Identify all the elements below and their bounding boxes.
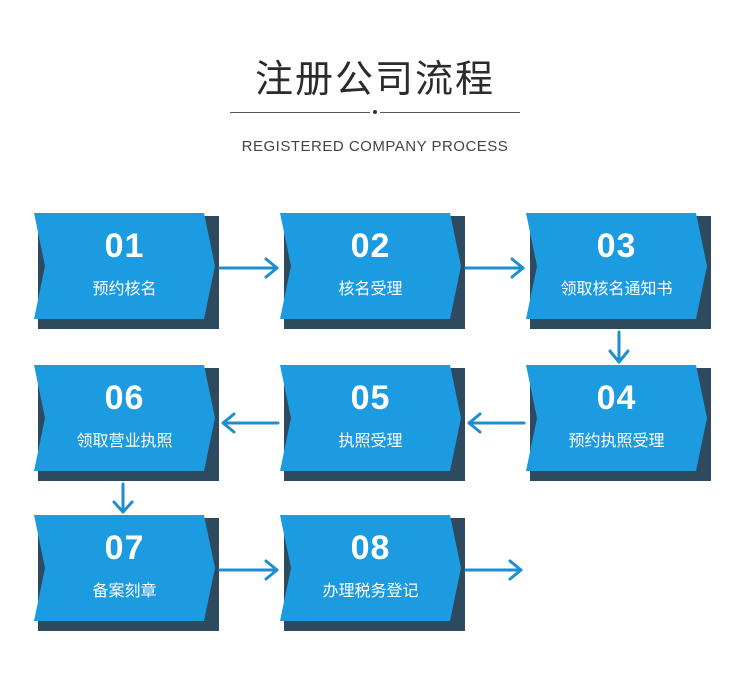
arrow-down-icon [608,330,630,364]
arrow-right-icon [464,257,525,279]
step-box [526,213,707,319]
step-box [526,365,707,471]
step-box [280,213,461,319]
step-label: 领取核名通知书 [560,279,673,298]
step-label: 预约核名 [92,279,157,298]
step-box [34,515,215,621]
arrow-left-icon [467,412,526,434]
step-07: 07 备案刻章 [34,515,219,633]
step-05: 05 执照受理 [280,365,465,483]
arrow-right-icon [218,257,279,279]
step-label: 核名受理 [338,279,403,298]
step-number: 04 [596,379,637,417]
page-title: 注册公司流程 [254,57,495,101]
arrow-right-icon [218,559,279,581]
step-06: 06 领取营业执照 [34,365,219,483]
divider-right [380,112,520,113]
arrow-right-icon [464,559,523,581]
step-label: 办理税务登记 [322,581,419,600]
step-number: 03 [596,227,637,265]
divider-left [230,112,370,113]
step-number: 05 [350,379,391,417]
step-box [34,365,215,471]
step-number: 07 [104,529,145,567]
step-label: 预约执照受理 [568,431,665,450]
step-04: 04 预约执照受理 [526,365,711,483]
step-number: 02 [350,227,391,265]
step-label: 执照受理 [338,431,403,450]
step-02: 02 核名受理 [280,213,465,331]
step-box [280,515,461,621]
step-box [34,213,215,319]
arrow-down-icon [112,482,134,514]
step-01: 01 预约核名 [34,213,219,331]
step-number: 08 [350,529,391,567]
step-number: 01 [104,227,145,265]
step-08: 08 办理税务登记 [280,515,465,633]
step-label: 领取营业执照 [76,431,173,450]
step-box [280,365,461,471]
arrow-left-icon [221,412,280,434]
step-number: 06 [104,379,145,417]
step-label: 备案刻章 [92,581,157,600]
page-subtitle: REGISTERED COMPANY PROCESS [241,138,509,155]
divider-dot [373,110,377,114]
step-03: 03 领取核名通知书 [526,213,711,331]
